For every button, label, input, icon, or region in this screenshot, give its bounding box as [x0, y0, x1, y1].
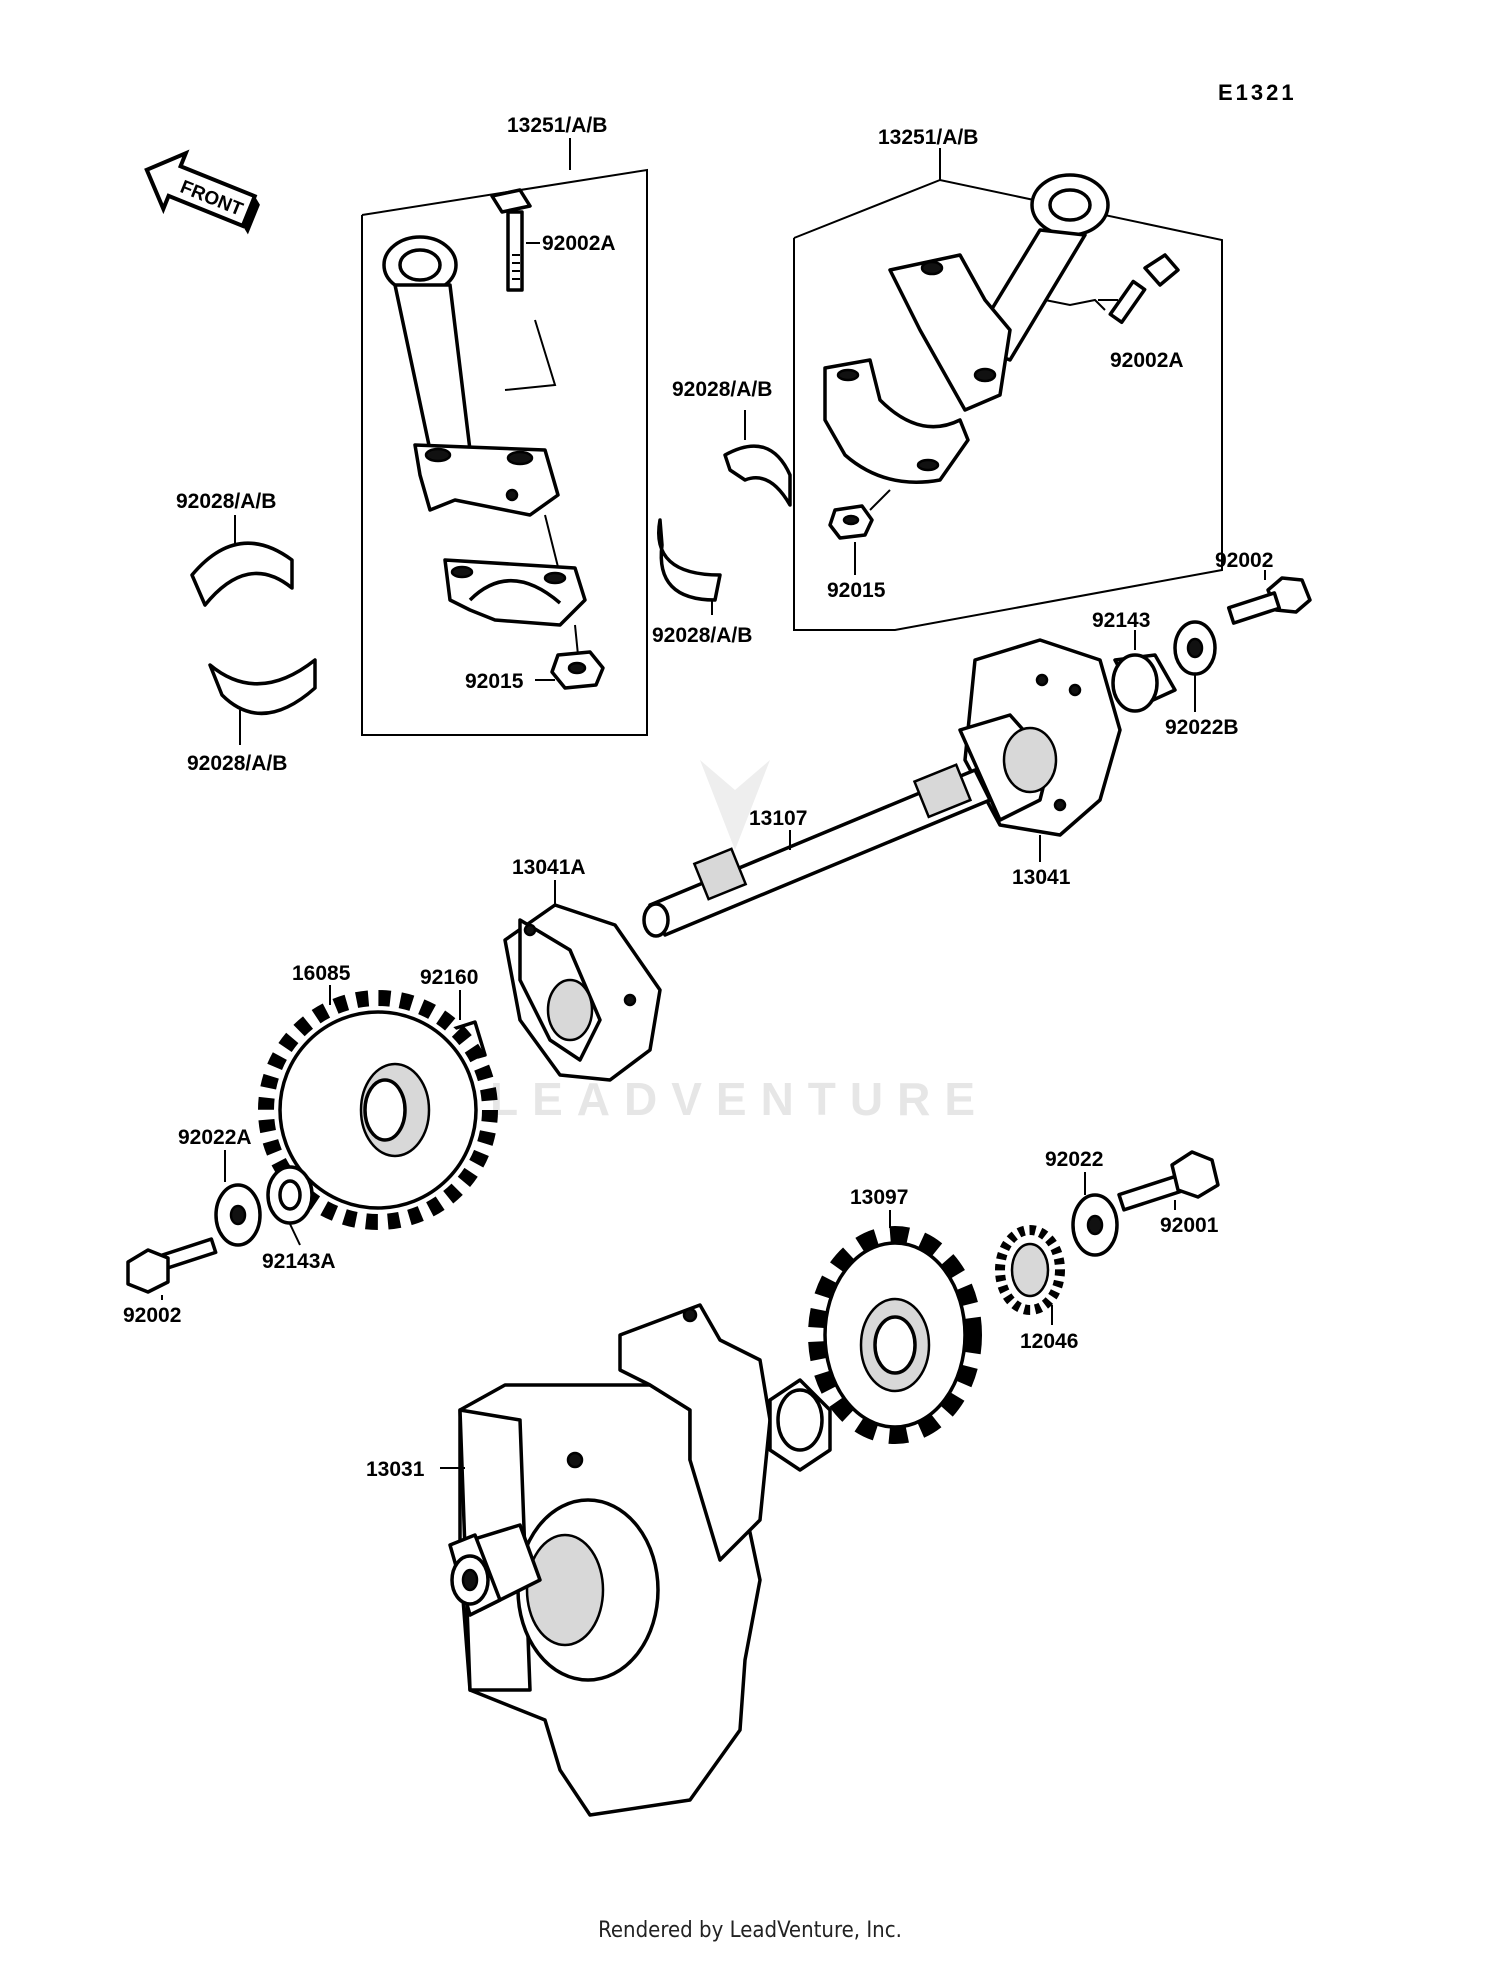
conrod-cap-right — [823, 358, 970, 484]
conrod-group-right — [793, 148, 1223, 631]
label-bolt-92002A-left: 92002A — [542, 232, 616, 255]
watermark-text: LEADVENTURE — [490, 1073, 989, 1125]
nut-92015-left — [550, 650, 605, 690]
label-conrod-right: 13251/A/B — [878, 126, 978, 149]
spacer-92143A — [266, 1165, 314, 1225]
washer-92022B — [1173, 620, 1217, 676]
bolt-92002-bottom-left — [126, 1237, 218, 1294]
diagram-code: E1321 — [1218, 80, 1297, 105]
bearing-shell-mid-top — [723, 444, 792, 507]
label-bearing-left-top: 92028/A/B — [176, 490, 276, 513]
label-bearing-mid-bottom: 92028/A/B — [652, 624, 752, 647]
label-washer-92022A: 92022A — [178, 1126, 252, 1149]
conrod-left — [382, 235, 560, 517]
gear-12046 — [995, 1225, 1065, 1315]
label-sprocket-13097: 13097 — [850, 1186, 908, 1209]
label-conrod-left: 13251/A/B — [507, 114, 607, 137]
bolt-92002-top-right — [1226, 576, 1312, 625]
label-nut-92015-left: 92015 — [465, 670, 524, 693]
watermark: LEADVENTURE — [490, 760, 989, 1125]
footer-credit: Rendered by LeadVenture, Inc. — [598, 1918, 902, 1943]
balancer-weight-13041 — [958, 638, 1122, 837]
bolt-92002A-left — [490, 188, 532, 292]
label-crankshaft-13031: 13031 — [366, 1458, 425, 1481]
front-arrow-icon: FRONT — [144, 149, 260, 235]
label-bolt-92002-top-right: 92002 — [1215, 549, 1273, 572]
nut-92015-right — [828, 504, 874, 540]
label-spacer-92143A: 92143A — [262, 1250, 336, 1273]
label-gear-16085: 16085 — [292, 962, 351, 985]
washer-92022A — [214, 1183, 262, 1247]
label-bolt-92001: 92001 — [1160, 1214, 1219, 1237]
bearing-shell-left-bottom — [208, 658, 317, 716]
label-washer-92022B: 92022B — [1165, 716, 1239, 739]
label-weight-13041A: 13041A — [512, 856, 586, 879]
label-bearing-left-bottom: 92028/A/B — [187, 752, 287, 775]
balancer-shaft-13107 — [642, 763, 992, 938]
balancer-weight-13041A — [503, 903, 662, 1082]
label-key-92160: 92160 — [420, 966, 478, 989]
label-bolt-92002-bottom-left: 92002 — [123, 1304, 181, 1327]
sprocket-13097 — [808, 1226, 982, 1444]
washer-92022 — [1071, 1193, 1119, 1257]
conrod-cap-left — [443, 558, 587, 627]
bearing-shell-left-top — [190, 541, 294, 607]
gear-16085 — [258, 990, 498, 1230]
label-washer-92022: 92022 — [1045, 1148, 1103, 1171]
label-bearing-mid-top: 92028/A/B — [672, 378, 772, 401]
bearing-shell-mid-bottom — [657, 518, 722, 602]
conrod-group-left — [361, 138, 648, 736]
label-spacer-92143: 92143 — [1092, 609, 1150, 632]
label-weight-13041: 13041 — [1012, 866, 1071, 889]
label-bolt-92002A-right: 92002A — [1110, 349, 1184, 372]
crankshaft-13031 — [448, 1303, 832, 1817]
label-gear-12046: 12046 — [1020, 1330, 1078, 1353]
bolt-92002A-right — [1108, 253, 1180, 325]
bolt-92001 — [1117, 1150, 1220, 1212]
spacer-92143-right — [1111, 653, 1177, 713]
label-shaft-13107: 13107 — [749, 807, 807, 830]
conrod-right — [888, 173, 1110, 412]
label-nut-92015-right: 92015 — [827, 579, 886, 602]
